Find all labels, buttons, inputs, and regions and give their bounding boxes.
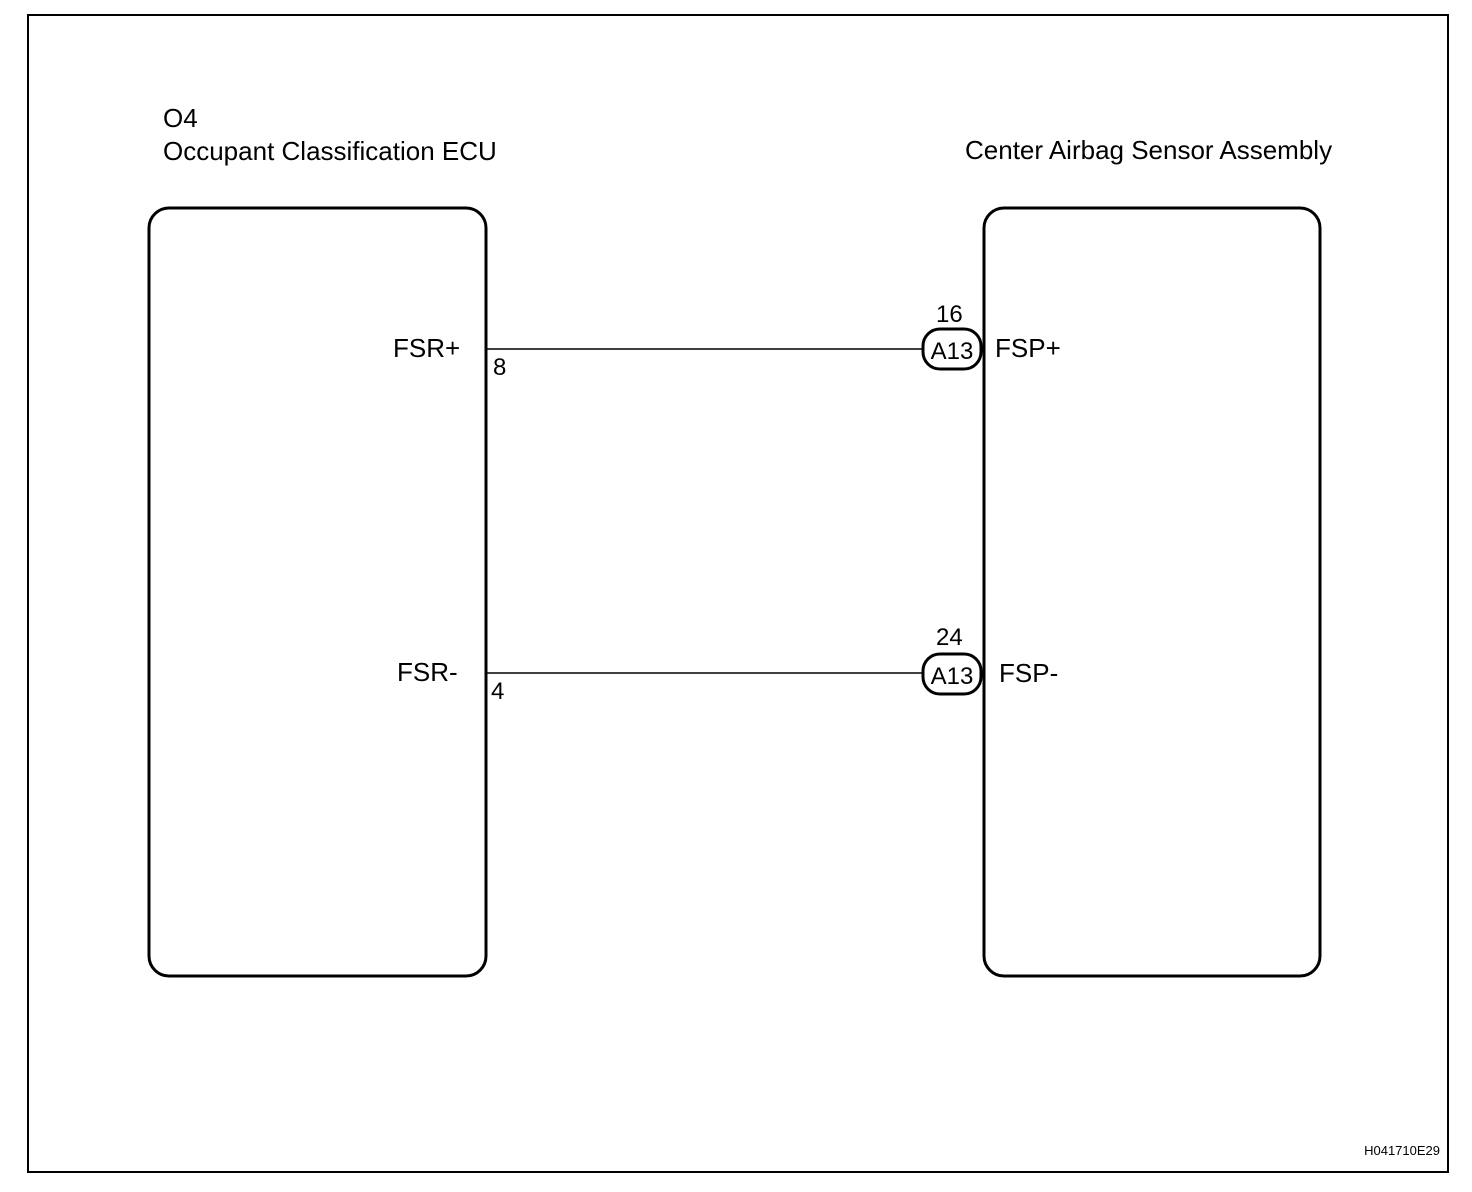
left-component-code: O4 xyxy=(163,103,198,133)
terminal-label-fsr-plus: FSR+ xyxy=(393,333,460,363)
right-component-name: Center Airbag Sensor Assembly xyxy=(965,135,1332,165)
occupant-classification-ecu-box xyxy=(147,206,488,978)
terminal-label-fsp-minus: FSP- xyxy=(999,658,1058,688)
terminal-label-fsr-minus: FSR- xyxy=(397,657,458,687)
pin-number-16: 16 xyxy=(936,301,963,328)
pin-number-4: 4 xyxy=(491,678,504,705)
connector-a13-top-label: A13 xyxy=(931,338,974,365)
figure-code: H041710E29 xyxy=(1364,1143,1440,1158)
left-component-name: Occupant Classification ECU xyxy=(163,136,497,166)
diagram-frame xyxy=(27,14,1449,1173)
center-airbag-sensor-box xyxy=(982,206,1322,978)
connector-a13-top xyxy=(921,327,983,371)
terminal-label-fsp-plus: FSP+ xyxy=(995,333,1061,363)
connector-a13-bottom-label: A13 xyxy=(931,663,974,690)
connector-a13-bottom xyxy=(921,652,983,696)
pin-number-24: 24 xyxy=(936,624,963,651)
pin-number-8: 8 xyxy=(493,354,506,381)
